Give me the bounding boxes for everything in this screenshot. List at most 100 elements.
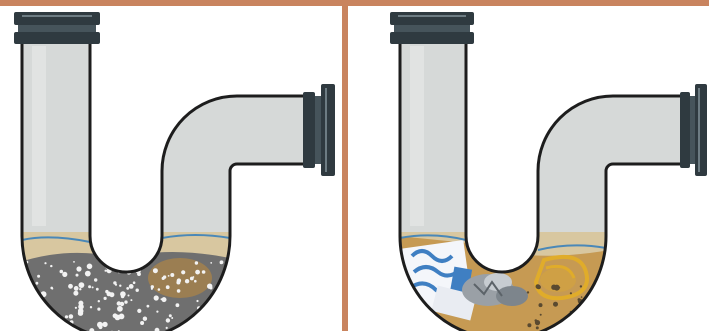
grit-particle: [116, 301, 122, 306]
grit-particle: [68, 314, 74, 319]
grit-particle: [538, 303, 543, 308]
grit-particle: [569, 292, 572, 295]
wrapper-debris: [533, 255, 589, 301]
grit-particle: [225, 293, 230, 297]
grit-particle: [79, 288, 82, 291]
top-frame-border: [0, 0, 709, 6]
grit-particle: [162, 275, 167, 279]
grit-particle: [68, 283, 73, 289]
grit-particle: [124, 300, 128, 304]
pipe-highlight: [410, 46, 424, 226]
grit-particle: [160, 298, 163, 301]
panel-divider: [342, 0, 348, 331]
grit-particle: [30, 298, 35, 303]
grit-particle: [103, 296, 107, 300]
right-fitting: [303, 84, 335, 176]
grit-particle: [165, 326, 168, 329]
grit-particle: [595, 307, 601, 313]
grit-particle: [229, 284, 235, 290]
grit-particle: [581, 311, 586, 316]
grit-particle: [75, 273, 79, 277]
grit-particle: [153, 295, 159, 301]
grit-particle: [215, 324, 220, 329]
grit-particle: [553, 301, 558, 307]
grit-particle: [534, 320, 541, 326]
p-trap-pipe-with-sediment-icon: [14, 12, 335, 331]
grit-particle: [227, 297, 232, 302]
crumpled-debris: [462, 273, 528, 306]
grit-particle: [98, 324, 103, 330]
grit-particle: [44, 262, 47, 265]
left-panel: [0, 6, 342, 331]
grit-particle: [171, 317, 174, 319]
grit-particle: [580, 318, 584, 322]
grit-particle: [195, 269, 201, 275]
grit-particle: [91, 286, 94, 289]
grit-particle: [128, 284, 134, 289]
sediment-layer: [22, 252, 240, 331]
grit-particle: [154, 327, 160, 331]
grit-particle: [229, 284, 234, 289]
grit-particle: [119, 301, 125, 307]
grit-particle: [156, 310, 159, 313]
grit-particle: [604, 309, 611, 316]
grit-particle: [135, 262, 140, 267]
grit-particle: [127, 294, 130, 297]
water-surface-right: [161, 234, 231, 239]
grit-particle: [196, 299, 199, 303]
grit-particle: [62, 271, 68, 277]
grit-particle: [73, 290, 79, 296]
grit-particle: [146, 304, 150, 308]
grit-particle: [84, 270, 91, 277]
grit-particle: [193, 323, 197, 327]
grit-particle: [97, 300, 101, 303]
grit-particle: [194, 279, 197, 283]
grit-particle: [165, 318, 171, 323]
grit-particle: [140, 321, 145, 325]
water-surface-left: [399, 234, 467, 241]
grit-particle: [105, 289, 109, 294]
grit-particle: [56, 319, 60, 322]
grit-particle: [63, 323, 69, 329]
grit-particle: [77, 310, 84, 316]
grit-particle: [210, 318, 216, 324]
grit-particle: [231, 327, 237, 331]
grit-particle: [114, 283, 118, 286]
grit-particle: [119, 284, 122, 287]
grit-particle: [175, 303, 180, 308]
grit-particle: [201, 315, 204, 318]
pipe-outline: [398, 39, 687, 331]
grit-particle: [73, 286, 79, 291]
grit-particle: [102, 321, 108, 328]
grit-particle: [539, 313, 542, 316]
grit-particle: [227, 263, 234, 270]
grit-particle: [209, 286, 213, 290]
grit-particle: [580, 325, 585, 329]
grit-particle: [598, 301, 603, 306]
grit-particle: [201, 270, 206, 274]
grit-particle: [184, 279, 190, 284]
grit-particle: [51, 287, 54, 290]
grit-particle: [535, 284, 541, 289]
pipe-outline: [20, 39, 310, 331]
water-surface-right: [537, 244, 607, 251]
grit-particle: [135, 288, 139, 292]
grit-particle: [204, 326, 211, 331]
grit-particle: [137, 272, 141, 276]
grit-particle: [181, 270, 186, 275]
grit-particle: [231, 272, 237, 278]
grit-particle: [579, 285, 583, 288]
grit-particle: [210, 262, 213, 264]
grit-particle: [73, 261, 75, 263]
top-fitting: [390, 12, 474, 44]
water-surface-left: [21, 236, 91, 243]
grit-particle: [50, 264, 53, 268]
grit-particle: [580, 296, 583, 298]
grit-particle: [27, 293, 33, 299]
grit-particle: [527, 323, 532, 328]
grit-particle: [609, 315, 611, 318]
grit-particle: [219, 262, 222, 265]
grit-particle: [535, 326, 539, 330]
grit-particle: [579, 325, 585, 331]
